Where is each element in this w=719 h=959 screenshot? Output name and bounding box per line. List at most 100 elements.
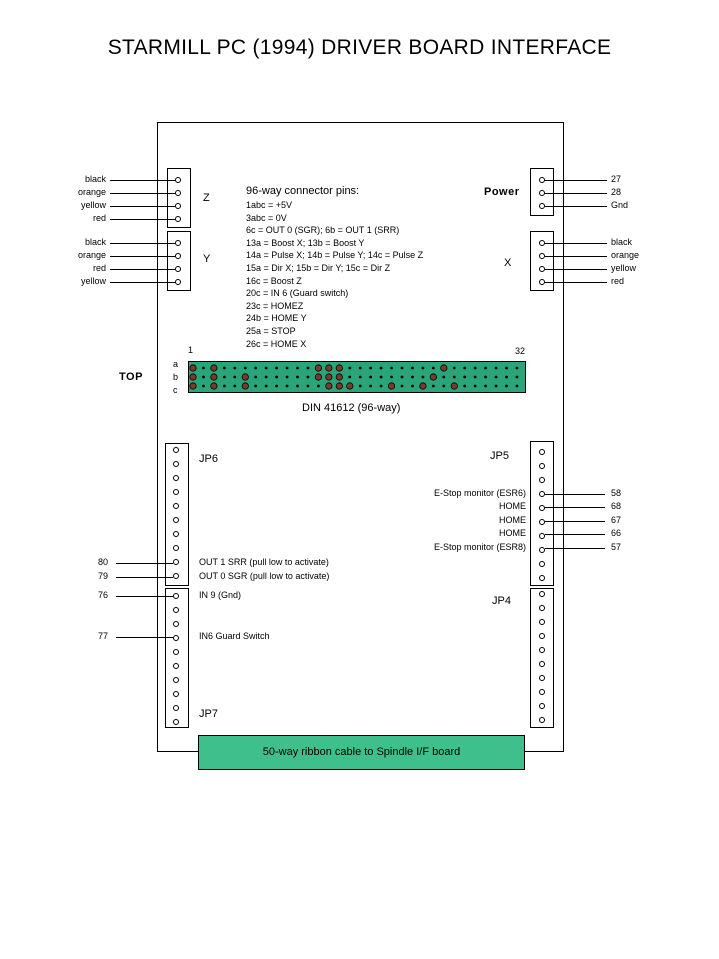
din-pin	[264, 366, 268, 370]
din-pin	[411, 384, 414, 388]
jp5-pin	[539, 491, 545, 497]
din-pin	[254, 375, 258, 379]
din-pin	[348, 375, 352, 379]
pin-note-line: 26c = HOME X	[246, 338, 307, 349]
y_wires-wire	[110, 243, 175, 244]
din-row-c: c	[173, 385, 178, 395]
din-pin	[285, 366, 289, 370]
din-pin-used	[387, 382, 396, 390]
pin-note-line: 23c = HOMEZ	[246, 300, 304, 311]
x_wires-pin	[539, 266, 545, 272]
din-row-b: b	[173, 372, 179, 382]
din-pin	[505, 366, 508, 370]
jp4-pin	[539, 633, 545, 639]
pin-note-line: 25a = STOP	[246, 325, 296, 336]
y_wires-label: red	[92, 263, 106, 273]
jp6-pin	[173, 531, 179, 537]
x_wires-label: orange	[611, 250, 640, 260]
din-pin	[484, 366, 487, 370]
din-pin	[390, 366, 393, 370]
jp6-pin	[173, 559, 179, 565]
z_wires-wire	[110, 193, 175, 194]
din-pin	[442, 384, 446, 388]
din-pin	[264, 375, 268, 379]
jp5-signal-desc: HOME	[499, 501, 526, 511]
din-pin	[222, 366, 226, 370]
jp4-pin	[539, 647, 545, 653]
din-pin-used	[314, 364, 322, 372]
din-pin	[296, 366, 299, 370]
jp5-wire	[545, 534, 605, 535]
y_wires-label: yellow	[80, 276, 106, 286]
din-pin	[390, 375, 393, 379]
z_wires-pin	[175, 177, 181, 183]
pin-notes-heading: 96-way connector pins:	[246, 185, 360, 197]
din-caption: DIN 41612 (96-way)	[302, 402, 401, 414]
din-pin	[494, 375, 498, 379]
jp6-pin	[173, 447, 179, 453]
din-pin	[275, 375, 278, 379]
x-connector-label: X	[504, 257, 512, 269]
jp5-pin-number: 67	[611, 515, 622, 525]
din-pin-used	[210, 373, 218, 381]
jp7-pin	[173, 663, 179, 669]
din-pin-used	[335, 364, 343, 372]
x_wires-wire	[545, 269, 607, 270]
jp6-pin	[173, 517, 179, 523]
din-pin	[306, 384, 310, 388]
jp6-pin-desc: OUT 1 SRR (pull low to activate)	[199, 557, 329, 567]
y_wires-label: black	[84, 237, 106, 247]
din-pin	[515, 375, 519, 379]
din-pin	[358, 366, 362, 370]
power_wires-label: 27	[611, 174, 622, 184]
jp7-pin	[173, 607, 179, 613]
din-pin-used	[210, 364, 218, 372]
jp6-pin	[173, 489, 179, 495]
din-pin	[233, 384, 237, 388]
din-pin-used	[450, 382, 458, 390]
jp7-pin-number: 76	[97, 590, 108, 600]
din-pin	[494, 366, 498, 370]
jp7-pin	[173, 649, 179, 655]
jp7-pin	[173, 719, 179, 725]
power_wires-pin	[539, 190, 545, 196]
z_wires-label: yellow	[80, 200, 106, 210]
jp5-signal-desc: E-Stop monitor (ESR6)	[433, 488, 526, 498]
jp5-signal-desc: HOME	[499, 528, 526, 538]
z_wires-pin	[175, 216, 181, 222]
din-pin	[484, 384, 487, 388]
x_wires-label: black	[611, 237, 633, 247]
din-pin	[379, 366, 383, 370]
x_wires-pin	[539, 253, 545, 259]
jp7-pin	[173, 593, 179, 599]
din-pin	[348, 366, 352, 370]
din-pin	[452, 366, 456, 370]
din-pin-used	[440, 364, 448, 372]
jp5-label: JP5	[490, 450, 509, 462]
din-pin-first: 1	[188, 345, 194, 355]
jp5-pin	[539, 561, 545, 567]
power_wires-wire	[545, 180, 607, 181]
y_wires-wire	[110, 282, 175, 283]
din-pin	[505, 384, 508, 388]
jp7-pin-desc: IN6 Guard Switch	[199, 631, 270, 641]
z_wires-pin	[175, 203, 181, 209]
din-pin	[369, 375, 373, 379]
din-pin	[463, 366, 467, 370]
power_wires-wire	[545, 193, 607, 194]
din-pin	[431, 366, 435, 370]
din-pin	[233, 366, 237, 370]
din-pin	[400, 375, 404, 379]
jp6-pin-number: 79	[97, 571, 108, 581]
din-pin	[233, 375, 237, 379]
jp5-pin	[539, 477, 545, 483]
jp5-pin	[539, 505, 545, 511]
jp5-pin-number: 57	[611, 542, 622, 552]
pin-note-line: 24b = HOME Y	[246, 313, 307, 324]
jp5-pin	[539, 519, 545, 525]
y_wires-pin	[175, 279, 181, 285]
pin-note-line: 1abc = +5V	[246, 200, 293, 210]
din-pin	[358, 384, 362, 388]
din-pin-used	[419, 382, 427, 390]
